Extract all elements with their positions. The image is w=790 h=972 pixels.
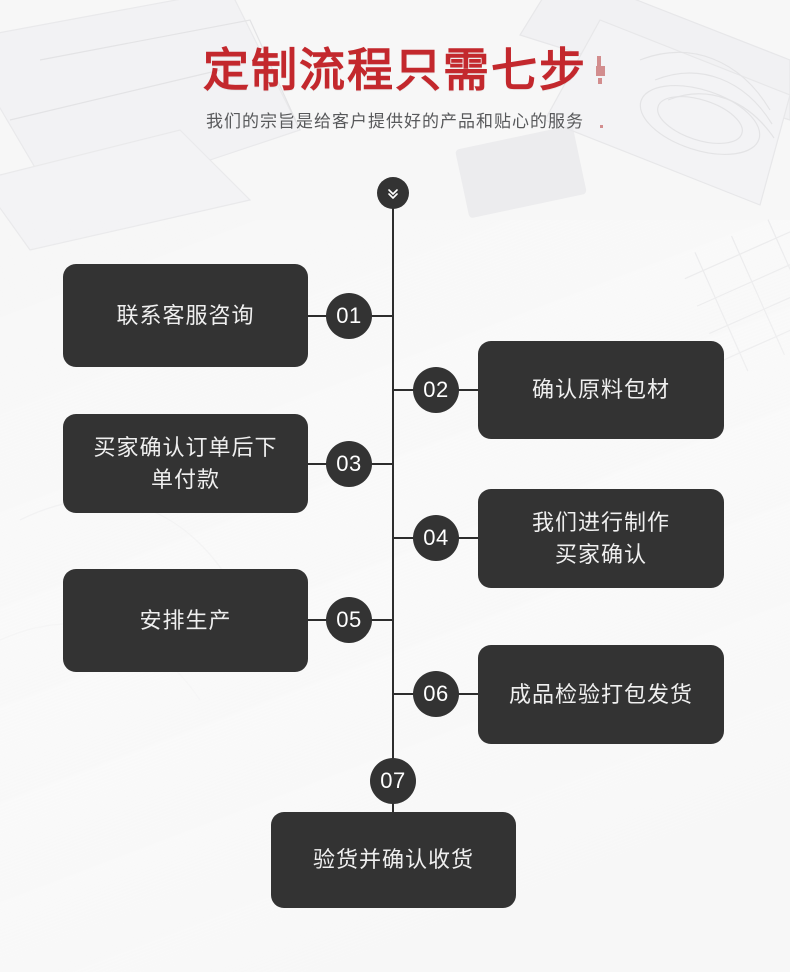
connector-spine-03	[371, 463, 393, 465]
step-number-02[interactable]: 02	[413, 367, 459, 413]
step-label-05: 安排生产	[139, 607, 232, 633]
connector-box-04	[458, 537, 479, 539]
step-number-05[interactable]: 05	[326, 597, 372, 643]
step-box-06[interactable]: 成品检验打包发货	[478, 645, 724, 744]
step-number-04[interactable]: 04	[413, 515, 459, 561]
chevron-double-down-icon	[385, 185, 401, 201]
step-label-04: 我们进行制作 买家确认	[531, 510, 670, 567]
step-number-03[interactable]: 03	[326, 441, 372, 487]
flow-start-badge	[377, 177, 409, 209]
connector-box-03	[308, 463, 327, 465]
page-subtitle: 我们的宗旨是给客户提供好的产品和贴心的服务	[206, 111, 584, 131]
page-title: 定制流程只需七步	[203, 44, 587, 96]
step-box-03[interactable]: 买家确认订单后下 单付款	[63, 414, 308, 513]
step-label-02: 确认原料包材	[531, 377, 670, 403]
step-label-01: 联系客服咨询	[116, 302, 255, 328]
step-box-05[interactable]: 安排生产	[63, 569, 308, 672]
connector-spine-05	[371, 619, 393, 621]
step-box-04[interactable]: 我们进行制作 买家确认	[478, 489, 724, 588]
connector-spine-06	[393, 693, 414, 695]
header: 定制流程只需七步 我们的宗旨是给客户提供好的产品和贴心的服务	[0, 0, 790, 133]
connector-box-02	[458, 389, 479, 391]
step-box-07[interactable]: 验货并确认收货	[271, 812, 516, 908]
step-number-06[interactable]: 06	[413, 671, 459, 717]
connector-box-05	[308, 619, 327, 621]
connector-box-01	[308, 315, 327, 317]
connector-spine-02	[393, 389, 414, 391]
step-label-07: 验货并确认收货	[312, 847, 474, 873]
step-box-01[interactable]: 联系客服咨询	[63, 264, 308, 367]
step-number-01[interactable]: 01	[326, 293, 372, 339]
step-label-06: 成品检验打包发货	[508, 681, 693, 707]
step-label-03: 买家确认订单后下 单付款	[93, 435, 278, 492]
step-box-02[interactable]: 确认原料包材	[478, 341, 724, 439]
step-number-07[interactable]: 07	[370, 758, 416, 804]
connector-spine-01	[371, 315, 393, 317]
connector-box-06	[458, 693, 479, 695]
flow-spine-line	[392, 197, 394, 822]
connector-spine-04	[393, 537, 414, 539]
